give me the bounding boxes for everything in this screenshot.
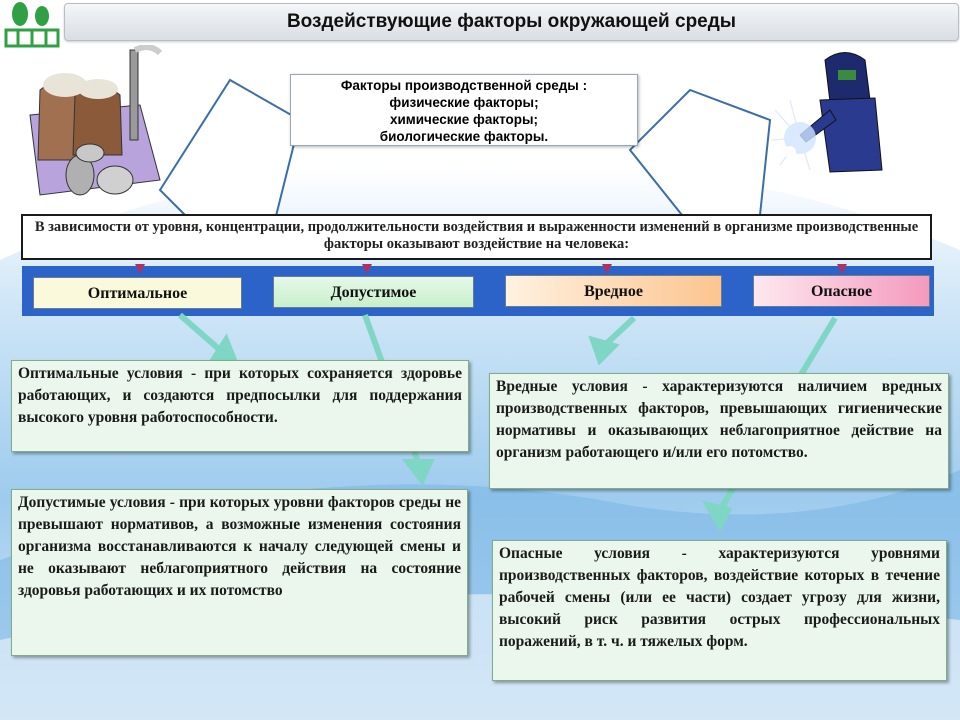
level-harmful: Вредное (505, 275, 722, 307)
factory-icon (20, 45, 170, 205)
logo-icon (2, 0, 62, 50)
description-dangerous: Опасные условия - характеризуются уровня… (492, 540, 947, 681)
production-factors-box: Факторы производственной среды : физичес… (290, 74, 638, 146)
description-harmful: Вредные условия - характеризуются наличи… (489, 373, 949, 489)
influence-info-box: В зависимости от уровня, концентрации, п… (21, 214, 932, 260)
factor-chemical: химические факторы; (389, 112, 539, 127)
level-acceptable: Допустимое (273, 276, 474, 308)
level-optimal: Оптимальное (33, 277, 242, 309)
factors-heading: Факторы производственной среды : (340, 78, 588, 93)
level-dangerous: Опасное (753, 275, 930, 307)
description-acceptable: Допустимые условия - при которых уровни … (11, 489, 468, 656)
factor-biological: биологические факторы. (379, 129, 549, 144)
factor-physical: физические факторы; (389, 95, 539, 110)
title-bar: Воздействующие факторы окружающей среды (64, 3, 959, 41)
influence-info-text: В зависимости от уровня, концентрации, п… (34, 219, 919, 252)
page-title: Воздействующие факторы окружающей среды (286, 11, 737, 32)
description-optimal: Оптимальные условия - при которых сохран… (11, 360, 469, 452)
connector-markers (135, 264, 847, 274)
welder-icon (770, 40, 890, 180)
